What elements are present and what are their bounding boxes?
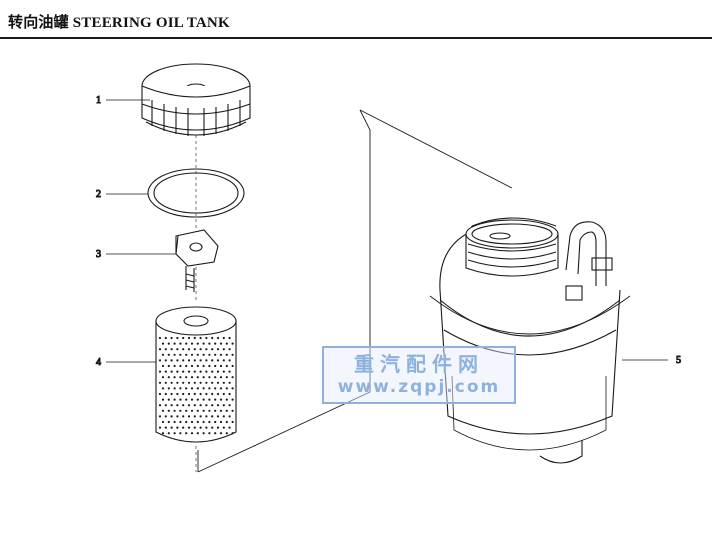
header-divider	[0, 37, 712, 39]
watermark-logo: 重汽配件网 www.zqpj.com	[322, 346, 516, 404]
page-title: 转向油罐 STEERING OIL TANK	[8, 15, 230, 31]
watermark-cn: 重汽配件网	[354, 352, 484, 376]
valve-clip-icon	[175, 229, 219, 292]
callout-5: 5	[676, 355, 681, 366]
o-ring-icon	[147, 168, 245, 218]
callout-4: 4	[96, 357, 101, 368]
cap-icon	[141, 63, 251, 136]
callout-3: 3	[96, 249, 101, 260]
callout-1: 1	[96, 95, 101, 106]
projection-lines	[197, 109, 513, 473]
oil-tank-body-icon	[429, 217, 631, 464]
callout-leaders	[106, 99, 668, 363]
filter-element-icon	[155, 306, 237, 472]
watermark-en: www.zqpj.com	[337, 377, 501, 397]
callout-2: 2	[96, 189, 101, 200]
